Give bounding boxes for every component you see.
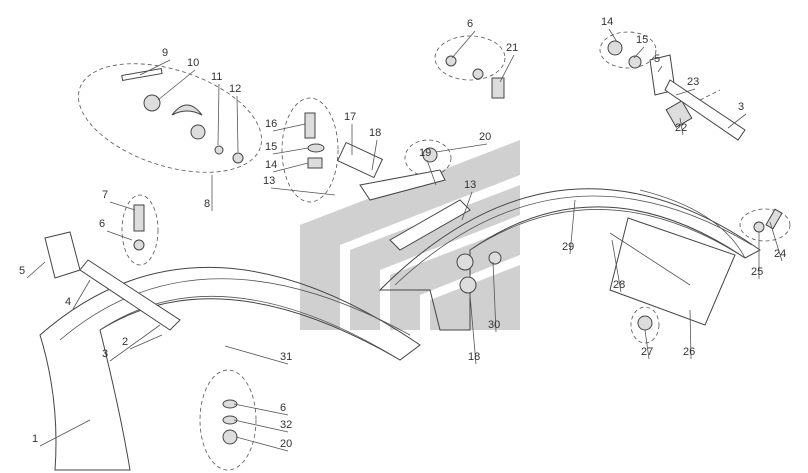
leader-line (657, 65, 663, 73)
leader-line (26, 261, 46, 279)
detail-oval-fasteners (199, 369, 257, 471)
callout-4: 4 (65, 296, 71, 308)
leader-line (272, 123, 306, 132)
callout-18: 18 (468, 351, 480, 363)
callout-19: 19 (419, 147, 431, 159)
leader-line (39, 419, 91, 447)
callout-18: 18 (369, 127, 381, 139)
callout-15: 15 (265, 141, 277, 153)
callout-32: 32 (280, 419, 292, 431)
callout-5: 5 (654, 53, 660, 65)
callout-21: 21 (506, 42, 518, 54)
leader-line (679, 117, 684, 136)
leader-line (72, 279, 91, 310)
callout-24: 24 (774, 248, 786, 260)
leader-line (689, 309, 692, 360)
callout-14: 14 (601, 16, 613, 28)
leader-line (109, 201, 136, 211)
callout-5: 5 (19, 265, 25, 277)
mud-flap (609, 217, 736, 326)
callout-30: 30 (488, 319, 500, 331)
callout-11: 11 (211, 71, 222, 83)
leader-line (270, 187, 336, 196)
detail-oval-washers (434, 35, 506, 81)
callout-7: 7 (102, 189, 108, 201)
leader-line (224, 345, 289, 365)
callout-25: 25 (751, 266, 763, 278)
right-fender (378, 188, 761, 331)
leader-line (675, 88, 696, 96)
leader-line (769, 221, 783, 262)
callout-27: 27 (641, 346, 653, 358)
callout-3: 3 (738, 101, 744, 113)
detail-oval-bolt (281, 97, 339, 203)
callout-15: 15 (636, 34, 648, 46)
callout-10: 10 (187, 57, 199, 69)
detail-oval-bushings (78, 63, 262, 173)
leader-line (451, 30, 476, 59)
leader-line (644, 329, 650, 360)
callout-16: 16 (265, 118, 277, 130)
leader-line (106, 230, 133, 241)
leader-line (157, 69, 196, 101)
callout-9: 9 (162, 47, 168, 59)
leader-line (217, 83, 220, 146)
callout-28: 28 (613, 279, 625, 291)
leader-line (426, 159, 437, 186)
leader-line (233, 403, 289, 416)
callout-20: 20 (280, 438, 292, 450)
callout-29: 29 (562, 241, 574, 253)
leader-line (492, 261, 497, 333)
leader-line (461, 191, 473, 221)
leader-lines (26, 28, 783, 452)
callout-12: 12 (229, 83, 241, 95)
detail-oval-nut-right (739, 208, 791, 242)
leader-line (109, 324, 161, 362)
leader-line (129, 334, 163, 350)
callout-8: 8 (204, 198, 210, 210)
callout-6: 6 (467, 18, 473, 30)
leader-line (608, 28, 618, 43)
watermark-logo (300, 140, 520, 330)
leader-line (727, 113, 747, 129)
callout-labels: 9101112161718151413876543213163220621201… (19, 16, 786, 450)
leader-line (569, 199, 576, 255)
detail-oval-nut-flap (630, 306, 660, 344)
leader-line (469, 294, 477, 365)
callout-6: 6 (99, 218, 105, 230)
callout-31: 31 (280, 351, 292, 363)
detail-oval-bolt-left (121, 194, 159, 266)
detail-oval-bushings-right (599, 31, 657, 69)
callout-2: 2 (122, 336, 128, 348)
leader-line (139, 59, 171, 76)
leader-line (272, 162, 309, 173)
callout-14: 14 (265, 159, 277, 171)
callout-22: 22 (675, 122, 687, 134)
leader-line (236, 95, 239, 153)
detail-oval-nut (404, 139, 452, 177)
callout-26: 26 (683, 346, 695, 358)
callout-3: 3 (102, 348, 108, 360)
leader-line (272, 147, 309, 155)
leader-line (633, 46, 645, 59)
callout-23: 23 (687, 76, 699, 88)
callout-17: 17 (344, 111, 356, 123)
callout-20: 20 (479, 131, 491, 143)
callout-13: 13 (263, 175, 275, 187)
leader-line (499, 54, 515, 83)
brackets (44, 54, 746, 331)
leader-line (611, 239, 622, 293)
small-parts (121, 40, 783, 445)
leader-line (235, 436, 289, 452)
leader-line (371, 139, 378, 171)
left-fender (39, 267, 421, 471)
callout-1: 1 (32, 433, 38, 445)
callout-13: 13 (464, 179, 476, 191)
leader-line (233, 419, 289, 433)
leader-line (435, 143, 488, 153)
callout-6: 6 (280, 402, 286, 414)
